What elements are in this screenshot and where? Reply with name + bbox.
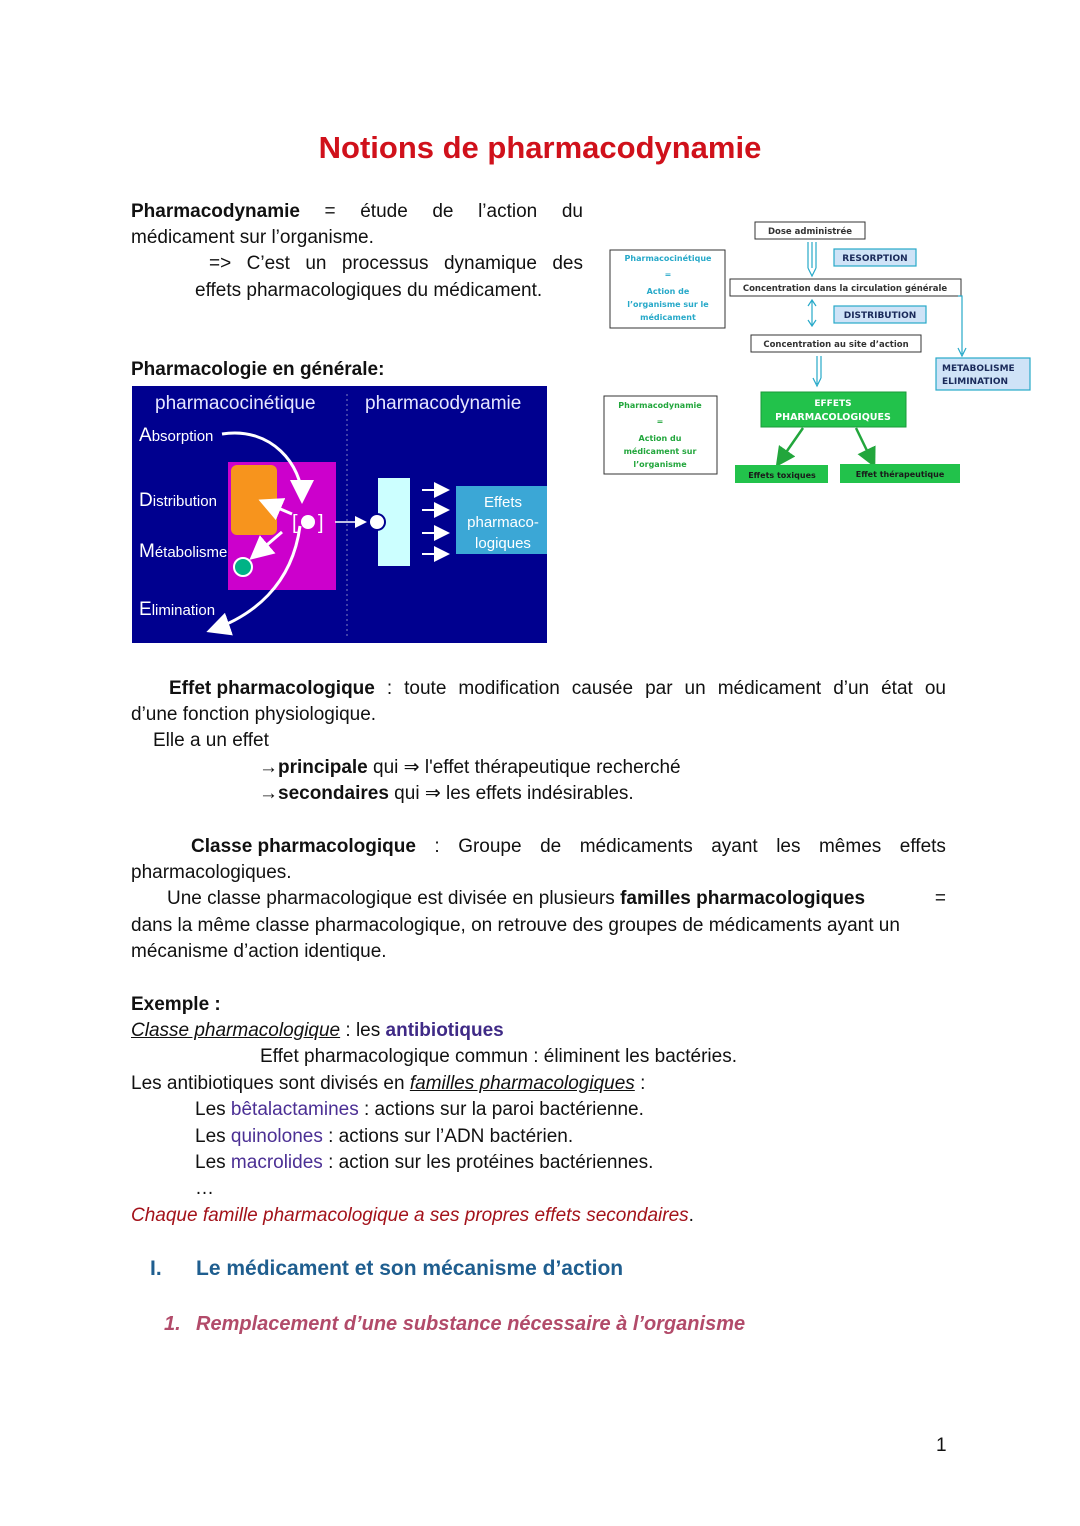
drug-dot: [301, 515, 315, 529]
effet-principal: →principale qui ⇒ l'effet thérapeutique …: [259, 757, 681, 778]
family-betalactamines: Les bêtalactamines : actions sur la paro…: [195, 1099, 644, 1120]
term-classe-pharmacologique: Classe pharmacologique: [191, 836, 416, 857]
concentration-site-box: [750, 334, 922, 353]
effet-secondaire: →secondaires qui ⇒ les effets indésirabl…: [259, 783, 634, 804]
pk-pd-diagram: pharmacocinétique pharmacodynamie Absorp…: [132, 386, 547, 643]
dose-box: [754, 221, 866, 240]
family-ellipsis: …: [195, 1178, 214, 1199]
exemple-classe: Classe pharmacologique : les antibiotiqu…: [131, 1020, 504, 1041]
resorption-text: RESORPTION: [842, 254, 907, 264]
distribution-text: DISTRIBUTION: [844, 311, 917, 321]
classe-line-3: Une classe pharmacologique est divisée e…: [167, 888, 946, 909]
family-quinolones: Les quinolones : actions sur l’ADN bacté…: [195, 1126, 574, 1147]
pk-label-line1: Pharmacocinétique: [625, 253, 712, 263]
distribution-arrow: [807, 298, 817, 328]
effects-box-line2: pharmaco-: [467, 514, 539, 531]
header-pharmacocinetique: pharmacocinétique: [155, 393, 316, 414]
effets-box: [760, 391, 907, 428]
exemple-divided: Les antibiotiques sont divisés en famill…: [131, 1073, 646, 1094]
page-number: 1: [936, 1435, 947, 1456]
pd-label-line1: Pharmacodynamie: [618, 401, 702, 410]
metabolisme-arrow: [957, 295, 967, 358]
effet-line-1: Effet pharmacologique : toute modificati…: [169, 676, 946, 702]
metabolite-dot: [233, 557, 253, 577]
pd-label-line4: médicament sur: [624, 446, 697, 456]
therapeutique-box: [840, 464, 960, 483]
arrow-absorption: [221, 431, 314, 504]
pd-label-line2: =: [657, 417, 664, 426]
intro-line-2: médicament sur l’organisme.: [131, 227, 374, 248]
toxiques-text: Effets toxiques: [748, 471, 816, 480]
effect-arrows: [422, 482, 450, 562]
metabolisme-box: [935, 357, 1031, 391]
arrow-to-toxiques: [775, 427, 805, 468]
step-metabolisme: Métabolisme: [139, 541, 227, 562]
section-1-title: Le médicament et son mécanisme d’action: [196, 1257, 624, 1280]
effet-line-3: Elle a un effet: [153, 730, 269, 751]
bracket-left: [: [292, 512, 298, 534]
resorption-box: [833, 248, 917, 267]
pd-label-line5: l’organisme: [633, 460, 687, 469]
intro-line-1: Pharmacodynamie = étude de l’action du: [131, 199, 583, 225]
subsection-1-title: Remplacement d’une substance nécessaire …: [196, 1313, 746, 1335]
intro-line-3: => C’est un processus dynamique des: [209, 253, 583, 274]
pk-label-line3: Action de: [647, 287, 690, 296]
receptor-dot: [368, 513, 386, 531]
general-heading: Pharmacologie en générale:: [131, 359, 385, 380]
step-elimination: Elimination: [139, 599, 215, 620]
section-1-number: I.: [150, 1257, 162, 1280]
metabolisme-text: METABOLISME: [942, 364, 1015, 374]
exemple-heading: Exemple :: [131, 994, 221, 1015]
bracket-right: ]: [318, 512, 324, 534]
therapeutique-text: Effet thérapeutique: [856, 469, 945, 479]
concentration-site-text: Concentration au site d’action: [763, 340, 908, 350]
effet-line-2: d’une fonction physiologique.: [131, 704, 377, 725]
arrow-to-metabolism: [249, 530, 283, 560]
distribution-box: [833, 305, 927, 324]
effets-text-line2: PHARMACOLOGIQUES: [775, 412, 891, 423]
resorption-arrow: [807, 242, 817, 278]
pk-label-box: [609, 249, 726, 329]
subsection-1-number: 1.: [164, 1313, 181, 1335]
step-distribution: Distribution: [139, 490, 217, 511]
pharmacology-flowchart: Dose administrée RESORPTION Pharmacociné…: [598, 216, 1038, 488]
dose-text: Dose administrée: [768, 226, 852, 237]
pd-label-line3: Action du: [639, 434, 682, 443]
concentration-generale-text: Concentration dans la circulation généra…: [743, 283, 948, 294]
elimination-text: ELIMINATION: [942, 377, 1008, 387]
arrow-to-therapeutique: [854, 427, 876, 468]
classe-line-4: dans la même classe pharmacologique, on …: [131, 915, 900, 936]
effects-box: [456, 486, 547, 554]
term-effet-pharmacologique: Effet pharmacologique: [169, 678, 375, 699]
intro-line-4: effets pharmacologiques du médicament.: [195, 280, 543, 301]
pd-label-box: [603, 395, 718, 475]
arrow-elimination: [206, 525, 302, 636]
classe-line-5: mécanisme d’action identique.: [131, 941, 387, 962]
exemple-effet-commun: Effet pharmacologique commun : éliminent…: [260, 1046, 738, 1067]
classe-line-2: pharmacologiques.: [131, 862, 292, 883]
arrow-to-tissue: [258, 498, 293, 521]
tissue-orange: [231, 465, 277, 535]
classe-line-1: Classe pharmacologique : Groupe de médic…: [191, 834, 946, 860]
pk-label-line2: =: [665, 270, 672, 279]
pk-label-line5: médicament: [640, 312, 696, 322]
effects-box-line3: logiques: [475, 535, 531, 552]
site-arrow: [812, 356, 822, 388]
effets-text-line1: EFFETS: [814, 399, 851, 409]
effects-box-line1: Effets: [484, 494, 522, 511]
term-pharmacodynamie: Pharmacodynamie: [131, 201, 300, 222]
header-pharmacodynamie: pharmacodynamie: [365, 393, 521, 414]
exemple-conclusion: Chaque famille pharmacologique a ses pro…: [131, 1205, 694, 1226]
step-absorption: Absorption: [139, 425, 213, 446]
family-macrolides: Les macrolides : action sur les protéine…: [195, 1152, 654, 1173]
concentration-generale-box: [729, 278, 962, 297]
toxiques-box: [735, 465, 828, 483]
page-title: Notions de pharmacodynamie: [318, 130, 762, 165]
pk-label-line4: l’organisme sur le: [627, 300, 709, 309]
